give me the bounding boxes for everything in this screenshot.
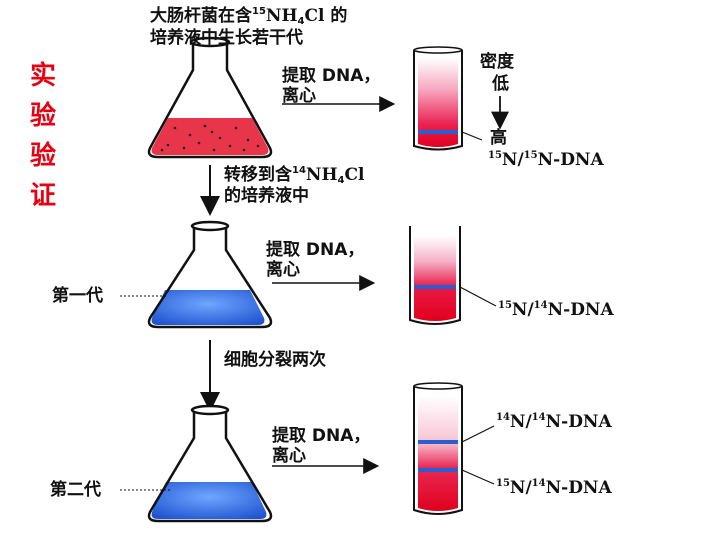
side-title-char: 证 <box>29 181 56 211</box>
step3-line1: 提取 DNA， <box>272 426 371 446</box>
transfer-line2: 的培养液中 <box>224 186 309 206</box>
tube-2-liquid <box>414 236 456 321</box>
gen2-label: 第二代 <box>50 480 101 500</box>
flask-gen1-outline <box>147 226 273 329</box>
density-low: 低 <box>492 74 509 94</box>
side-title: 实 验 验 证 <box>28 56 58 216</box>
flask-parent-outline <box>147 42 273 159</box>
step1-line2: 离心 <box>282 86 316 106</box>
side-title-char: 验 <box>29 141 56 171</box>
division-label: 细胞分裂两次 <box>224 350 326 370</box>
flask-gen1-rim <box>190 220 230 232</box>
band-2-pointer <box>459 286 497 307</box>
top-caption-line2: 培养液中生长若干代 <box>150 28 303 48</box>
step1-line1: 提取 DNA， <box>282 66 381 86</box>
step3-line2: 离心 <box>272 446 306 466</box>
flask-gen2-outline <box>147 410 273 523</box>
flask-gen2-rim <box>190 404 230 416</box>
band-label-15-14-gen2: 15N/14N-DNA <box>496 478 612 498</box>
tube-3-band-hybrid <box>418 468 458 472</box>
gen1-label: 第一代 <box>52 286 103 306</box>
density-high: 高 <box>490 128 507 148</box>
tube-3 <box>413 382 463 515</box>
tube-3-band-light <box>418 440 458 444</box>
tube-1-rim <box>413 46 463 54</box>
band-4-pointer <box>461 469 495 485</box>
transfer-line1: 转移到含14NH4Cl <box>224 165 365 186</box>
band-label-15-15: 15N/15N-DNA <box>488 150 604 170</box>
side-title-char: 验 <box>29 101 56 131</box>
flask-parent-bacteria <box>160 124 260 152</box>
band-1-pointer <box>461 131 483 141</box>
flask-parent-liquid <box>151 118 269 155</box>
tube-2-band <box>414 285 456 289</box>
tube-1-band <box>418 130 458 134</box>
flask-parent-rim <box>189 36 231 48</box>
band-label-14-14: 14N/14N-DNA <box>496 412 612 432</box>
flask-parent <box>147 36 273 159</box>
tube-1-liquid <box>418 58 458 147</box>
tube-2 <box>409 226 461 325</box>
tube-3-rim <box>413 382 463 390</box>
flask-gen1-liquid <box>151 290 265 325</box>
side-title-char: 实 <box>29 61 56 91</box>
flask-gen2 <box>147 404 273 523</box>
band-label-15-14-gen1: 15N/14N-DNA <box>498 300 614 320</box>
tube-2-outline <box>409 226 461 325</box>
flask-gen1 <box>147 220 273 329</box>
step2-line1: 提取 DNA， <box>266 240 365 260</box>
flask-gen2-liquid <box>151 482 267 519</box>
step2-line2: 离心 <box>266 260 300 280</box>
tube-3-outline <box>413 386 463 515</box>
band-3-pointer <box>461 425 495 443</box>
top-caption-line1: 大肠杆菌在含15NH4Cl 的 <box>150 6 348 27</box>
tube-1-outline <box>413 50 463 151</box>
density-label: 密度 <box>480 52 514 72</box>
tube-3-liquid <box>418 396 458 511</box>
tube-1 <box>413 46 463 151</box>
